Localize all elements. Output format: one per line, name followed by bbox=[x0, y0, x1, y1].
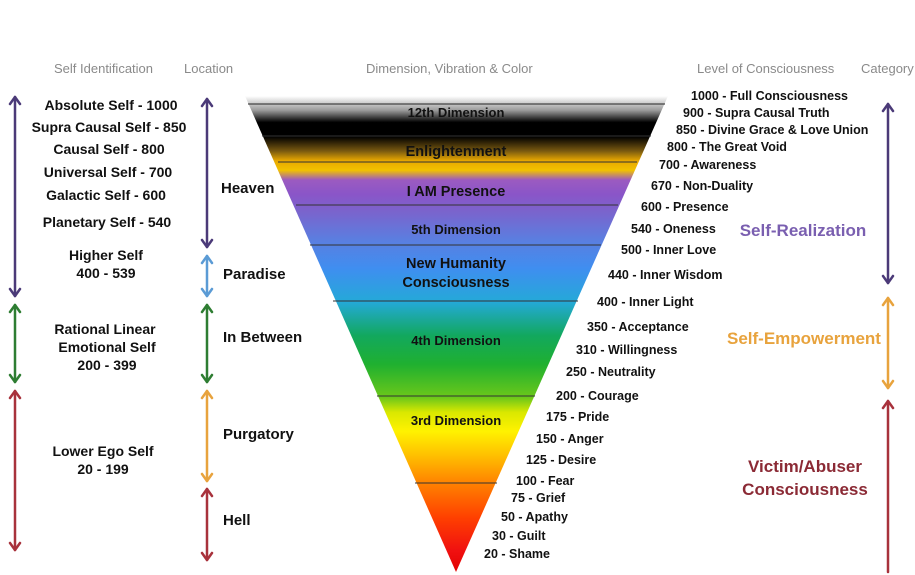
self-id-label: Supra Causal Self - 850 bbox=[31, 119, 187, 135]
self-id-label: 200 - 399 bbox=[77, 357, 137, 373]
self-id-label: Universal Self - 700 bbox=[43, 164, 173, 180]
level-label: 125 - Desire bbox=[526, 453, 597, 467]
level-label: 900 - Supra Causal Truth bbox=[683, 106, 830, 120]
double-arrow-icon bbox=[8, 303, 22, 384]
level-label: 670 - Non-Duality bbox=[651, 179, 754, 193]
level-label: 700 - Awareness bbox=[659, 158, 757, 172]
consciousness-triangle bbox=[245, 96, 668, 572]
category-self-empowerment: Self-Empowerment bbox=[727, 329, 881, 348]
level-label: 20 - Shame bbox=[484, 547, 551, 561]
category-victim-line2: Consciousness bbox=[742, 480, 868, 499]
self-id-label: Rational Linear bbox=[54, 321, 156, 337]
self-id-label: Lower Ego Self bbox=[52, 443, 154, 459]
level-label: 1000 - Full Consciousness bbox=[691, 89, 848, 103]
double-arrow-icon bbox=[200, 97, 214, 249]
category-victim-line1: Victim/Abuser bbox=[747, 457, 862, 476]
level-label: 30 - Guilt bbox=[492, 529, 546, 543]
level-label: 50 - Apathy bbox=[501, 510, 568, 524]
level-label: 250 - Neutrality bbox=[566, 365, 656, 379]
level-label: 540 - Oneness bbox=[631, 222, 716, 236]
band-label: New Humanity bbox=[406, 256, 506, 272]
self-id-label: Emotional Self bbox=[58, 339, 156, 355]
header-dimension: Dimension, Vibration & Color bbox=[366, 61, 533, 76]
level-label: 440 - Inner Wisdom bbox=[608, 268, 723, 282]
level-label: 350 - Acceptance bbox=[587, 320, 689, 334]
band-label: Consciousness bbox=[402, 275, 510, 291]
level-label: 310 - Willingness bbox=[576, 343, 678, 357]
level-label: 800 - The Great Void bbox=[667, 140, 787, 154]
location-purgatory: Purgatory bbox=[223, 426, 294, 443]
self-id-label: Higher Self bbox=[69, 247, 143, 263]
double-arrow-icon bbox=[881, 399, 895, 574]
level-label: 175 - Pride bbox=[546, 410, 610, 424]
level-label: 200 - Courage bbox=[556, 389, 639, 403]
self-id-label: Absolute Self - 1000 bbox=[44, 97, 178, 113]
double-arrow-icon bbox=[8, 389, 22, 552]
category-self-realization: Self-Realization bbox=[739, 221, 867, 240]
level-label: 400 - Inner Light bbox=[597, 295, 694, 309]
self-id-label: Planetary Self - 540 bbox=[42, 214, 172, 230]
band-label: I AM Presence bbox=[406, 184, 506, 200]
level-label: 100 - Fear bbox=[516, 474, 575, 488]
level-label: 75 - Grief bbox=[511, 491, 566, 505]
header-location: Location bbox=[184, 61, 234, 76]
level-label: 600 - Presence bbox=[641, 200, 729, 214]
band-label: 3rd Dimension bbox=[410, 413, 502, 428]
double-arrow-icon bbox=[8, 95, 22, 298]
double-arrow-icon bbox=[881, 102, 895, 285]
band-label: 12th Dimension bbox=[407, 105, 505, 120]
level-label: 500 - Inner Love bbox=[621, 243, 717, 257]
double-arrow-icon bbox=[200, 254, 214, 298]
header-category: Category bbox=[861, 61, 914, 76]
location-paradise: Paradise bbox=[223, 266, 286, 283]
location-in-between: In Between bbox=[223, 329, 303, 346]
double-arrow-icon bbox=[200, 303, 214, 384]
self-id-label: Galactic Self - 600 bbox=[46, 187, 166, 203]
self-id-label: 20 - 199 bbox=[77, 461, 129, 477]
double-arrow-icon bbox=[200, 487, 214, 562]
header-level: Level of Consciousness bbox=[697, 61, 835, 76]
band-label: Enlightenment bbox=[405, 144, 507, 160]
location-heaven: Heaven bbox=[221, 180, 275, 197]
self-id-label: 400 - 539 bbox=[76, 265, 136, 281]
level-label: 850 - Divine Grace & Love Union bbox=[676, 123, 869, 137]
double-arrow-icon bbox=[881, 296, 895, 390]
level-label: 150 - Anger bbox=[536, 432, 604, 446]
band-label: 4th Dimension bbox=[411, 333, 501, 348]
location-hell: Hell bbox=[223, 512, 251, 529]
self-id-label: Causal Self - 800 bbox=[53, 141, 165, 157]
header-self-identification: Self Identification bbox=[54, 61, 154, 76]
double-arrow-icon bbox=[200, 389, 214, 483]
band-label: 5th Dimension bbox=[411, 222, 501, 237]
